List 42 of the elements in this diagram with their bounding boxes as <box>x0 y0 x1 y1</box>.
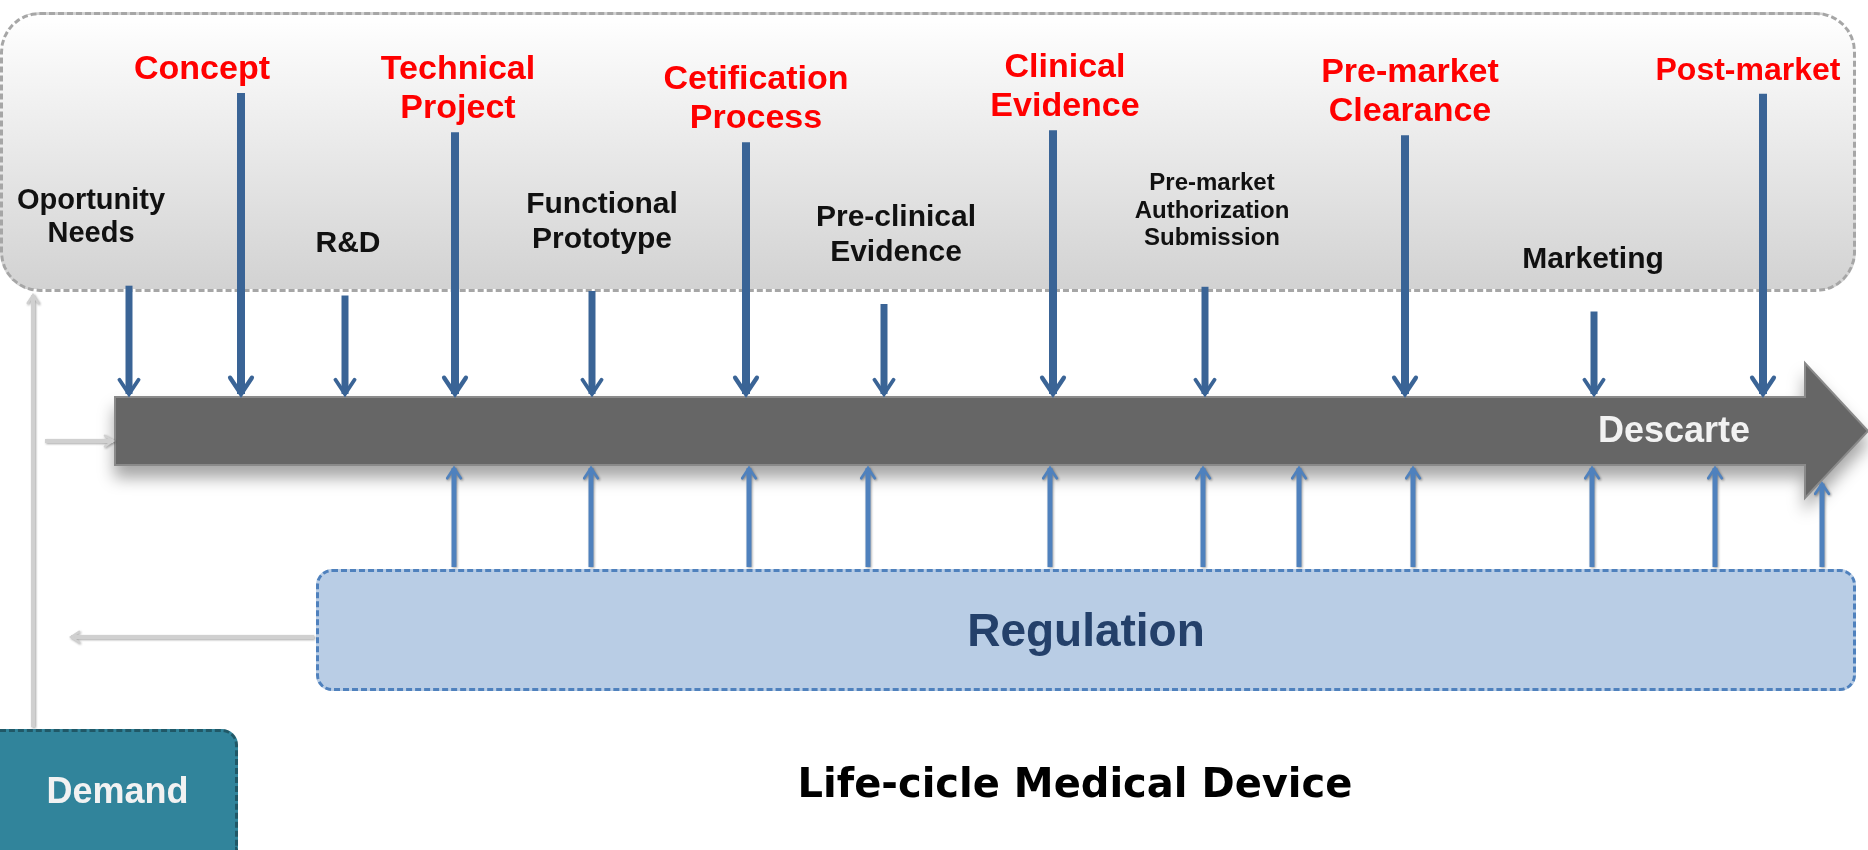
arrow <box>227 93 255 397</box>
milestone-label: Pre-market Clearance <box>1295 51 1525 130</box>
milestone-label: Post-market <box>1641 51 1855 88</box>
bar-label: Descarte <box>1597 409 1750 451</box>
arrow <box>732 142 760 397</box>
phase-panel <box>0 12 1856 292</box>
arrow <box>1290 466 1308 567</box>
arrow <box>1039 130 1067 397</box>
arrow <box>45 434 115 448</box>
stage-label: Pre-clinical Evidence <box>791 199 1001 268</box>
arrow <box>1193 286 1217 396</box>
arrow <box>26 293 40 727</box>
milestone-label: Concept <box>102 48 302 88</box>
arrow <box>1583 466 1601 567</box>
regulation-box: Regulation <box>316 569 1856 691</box>
arrow <box>1749 93 1777 397</box>
stage-label: Marketing <box>1493 241 1693 276</box>
arrow <box>69 630 314 644</box>
arrow <box>117 285 141 396</box>
arrow <box>1813 482 1831 567</box>
arrow <box>441 132 469 397</box>
milestone-label: Cetification Process <box>646 58 866 137</box>
diagram-title: Life-cicle Medical Device <box>796 760 1354 806</box>
arrow <box>1404 466 1422 567</box>
milestone-label: Clinical Evidence <box>965 46 1165 125</box>
arrow <box>582 466 600 567</box>
arrow <box>859 466 877 567</box>
stage-label: Pre-market Authorization Submission <box>1112 168 1312 251</box>
arrow <box>445 466 463 567</box>
stage-label: R&D <box>298 225 398 260</box>
arrow <box>1391 135 1419 397</box>
stage-label: Oportunity Needs <box>6 183 176 250</box>
demand-box: Demand <box>0 729 238 850</box>
arrow <box>580 291 604 396</box>
stage-label: Functional Prototype <box>502 186 702 255</box>
arrow <box>1194 466 1212 567</box>
arrow <box>740 466 758 567</box>
arrow <box>1582 311 1606 396</box>
arrow <box>1706 466 1724 567</box>
arrow <box>333 295 357 396</box>
milestone-label: Technical Project <box>358 48 558 127</box>
arrow <box>1041 466 1059 567</box>
